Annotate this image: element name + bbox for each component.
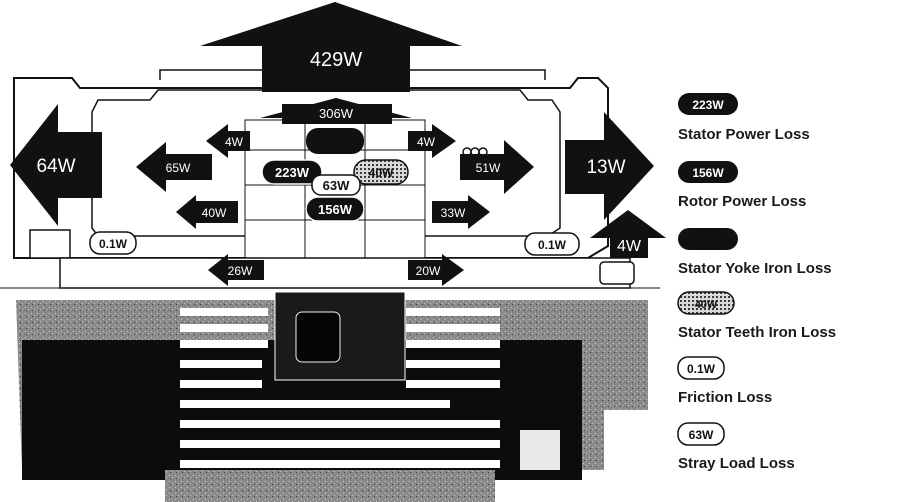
pill-stator-teeth-40w: 40W bbox=[354, 160, 408, 184]
legend-item-stator-power: 223W Stator Power Loss bbox=[678, 93, 810, 143]
pill-teeth-label: 40W bbox=[369, 166, 394, 180]
legend-label: Stray Load Loss bbox=[678, 455, 795, 472]
pill-stray-load-63w: 63W bbox=[312, 175, 360, 195]
pill-friction-left: 0.1W bbox=[90, 232, 136, 254]
arrow-top-label: 429W bbox=[310, 49, 362, 71]
pill-friction-right-label: 0.1W bbox=[538, 238, 567, 252]
legend: 223W Stator Power Loss 156W Rotor Power … bbox=[678, 93, 836, 472]
legend-badge: 223W bbox=[692, 98, 724, 112]
arrow-inner-right-4w-label: 4W bbox=[417, 135, 436, 149]
arrow-right-label: 13W bbox=[586, 157, 625, 178]
legend-item-stray-load: 63W Stray Load Loss bbox=[678, 423, 795, 472]
arrow-inner-left-4w-label: 4W bbox=[225, 135, 244, 149]
legend-label: Stator Power Loss bbox=[678, 126, 810, 143]
arrow-inner-top-label: 306W bbox=[319, 106, 354, 121]
legend-item-rotor-power: 156W Rotor Power Loss bbox=[678, 161, 806, 210]
arrow-26w-label: 26W bbox=[228, 264, 253, 278]
legend-label: Friction Loss bbox=[678, 389, 772, 406]
legend-label: Stator Teeth Iron Loss bbox=[678, 324, 836, 341]
legend-item-stator-yoke: Stator Yoke Iron Loss bbox=[678, 228, 832, 277]
arrow-right-small-label: 4W bbox=[617, 238, 642, 255]
legend-item-stator-teeth: 40W Stator Teeth Iron Loss bbox=[678, 292, 836, 341]
pill-friction-right: 0.1W bbox=[525, 233, 579, 255]
legend-label: Rotor Power Loss bbox=[678, 193, 806, 210]
legend-badge: 63W bbox=[689, 428, 714, 442]
legend-badge: 40W bbox=[695, 299, 718, 311]
arrow-33w-label: 33W bbox=[441, 206, 466, 220]
arrow-20w-label: 20W bbox=[416, 264, 441, 278]
pill-stray-label: 63W bbox=[323, 178, 350, 193]
pill-stator-yoke bbox=[306, 128, 364, 154]
legend-badge: 0.1W bbox=[687, 362, 716, 376]
legend-badge: 156W bbox=[692, 166, 724, 180]
arrow-left-label: 64W bbox=[36, 156, 75, 177]
pill-stator-power-label: 223W bbox=[275, 165, 310, 180]
arrow-51w-label: 51W bbox=[476, 161, 501, 175]
pill-rotor-power-label: 156W bbox=[318, 202, 353, 217]
pill-rotor-power-156w: 156W bbox=[306, 197, 364, 221]
pill-friction-left-label: 0.1W bbox=[99, 237, 128, 251]
legend-label: Stator Yoke Iron Loss bbox=[678, 260, 832, 277]
arrow-65w-label: 65W bbox=[166, 161, 191, 175]
arrow-40w-label: 40W bbox=[202, 206, 227, 220]
arrow-top-429w: 429W bbox=[200, 2, 462, 92]
legend-item-friction: 0.1W Friction Loss bbox=[678, 357, 772, 406]
